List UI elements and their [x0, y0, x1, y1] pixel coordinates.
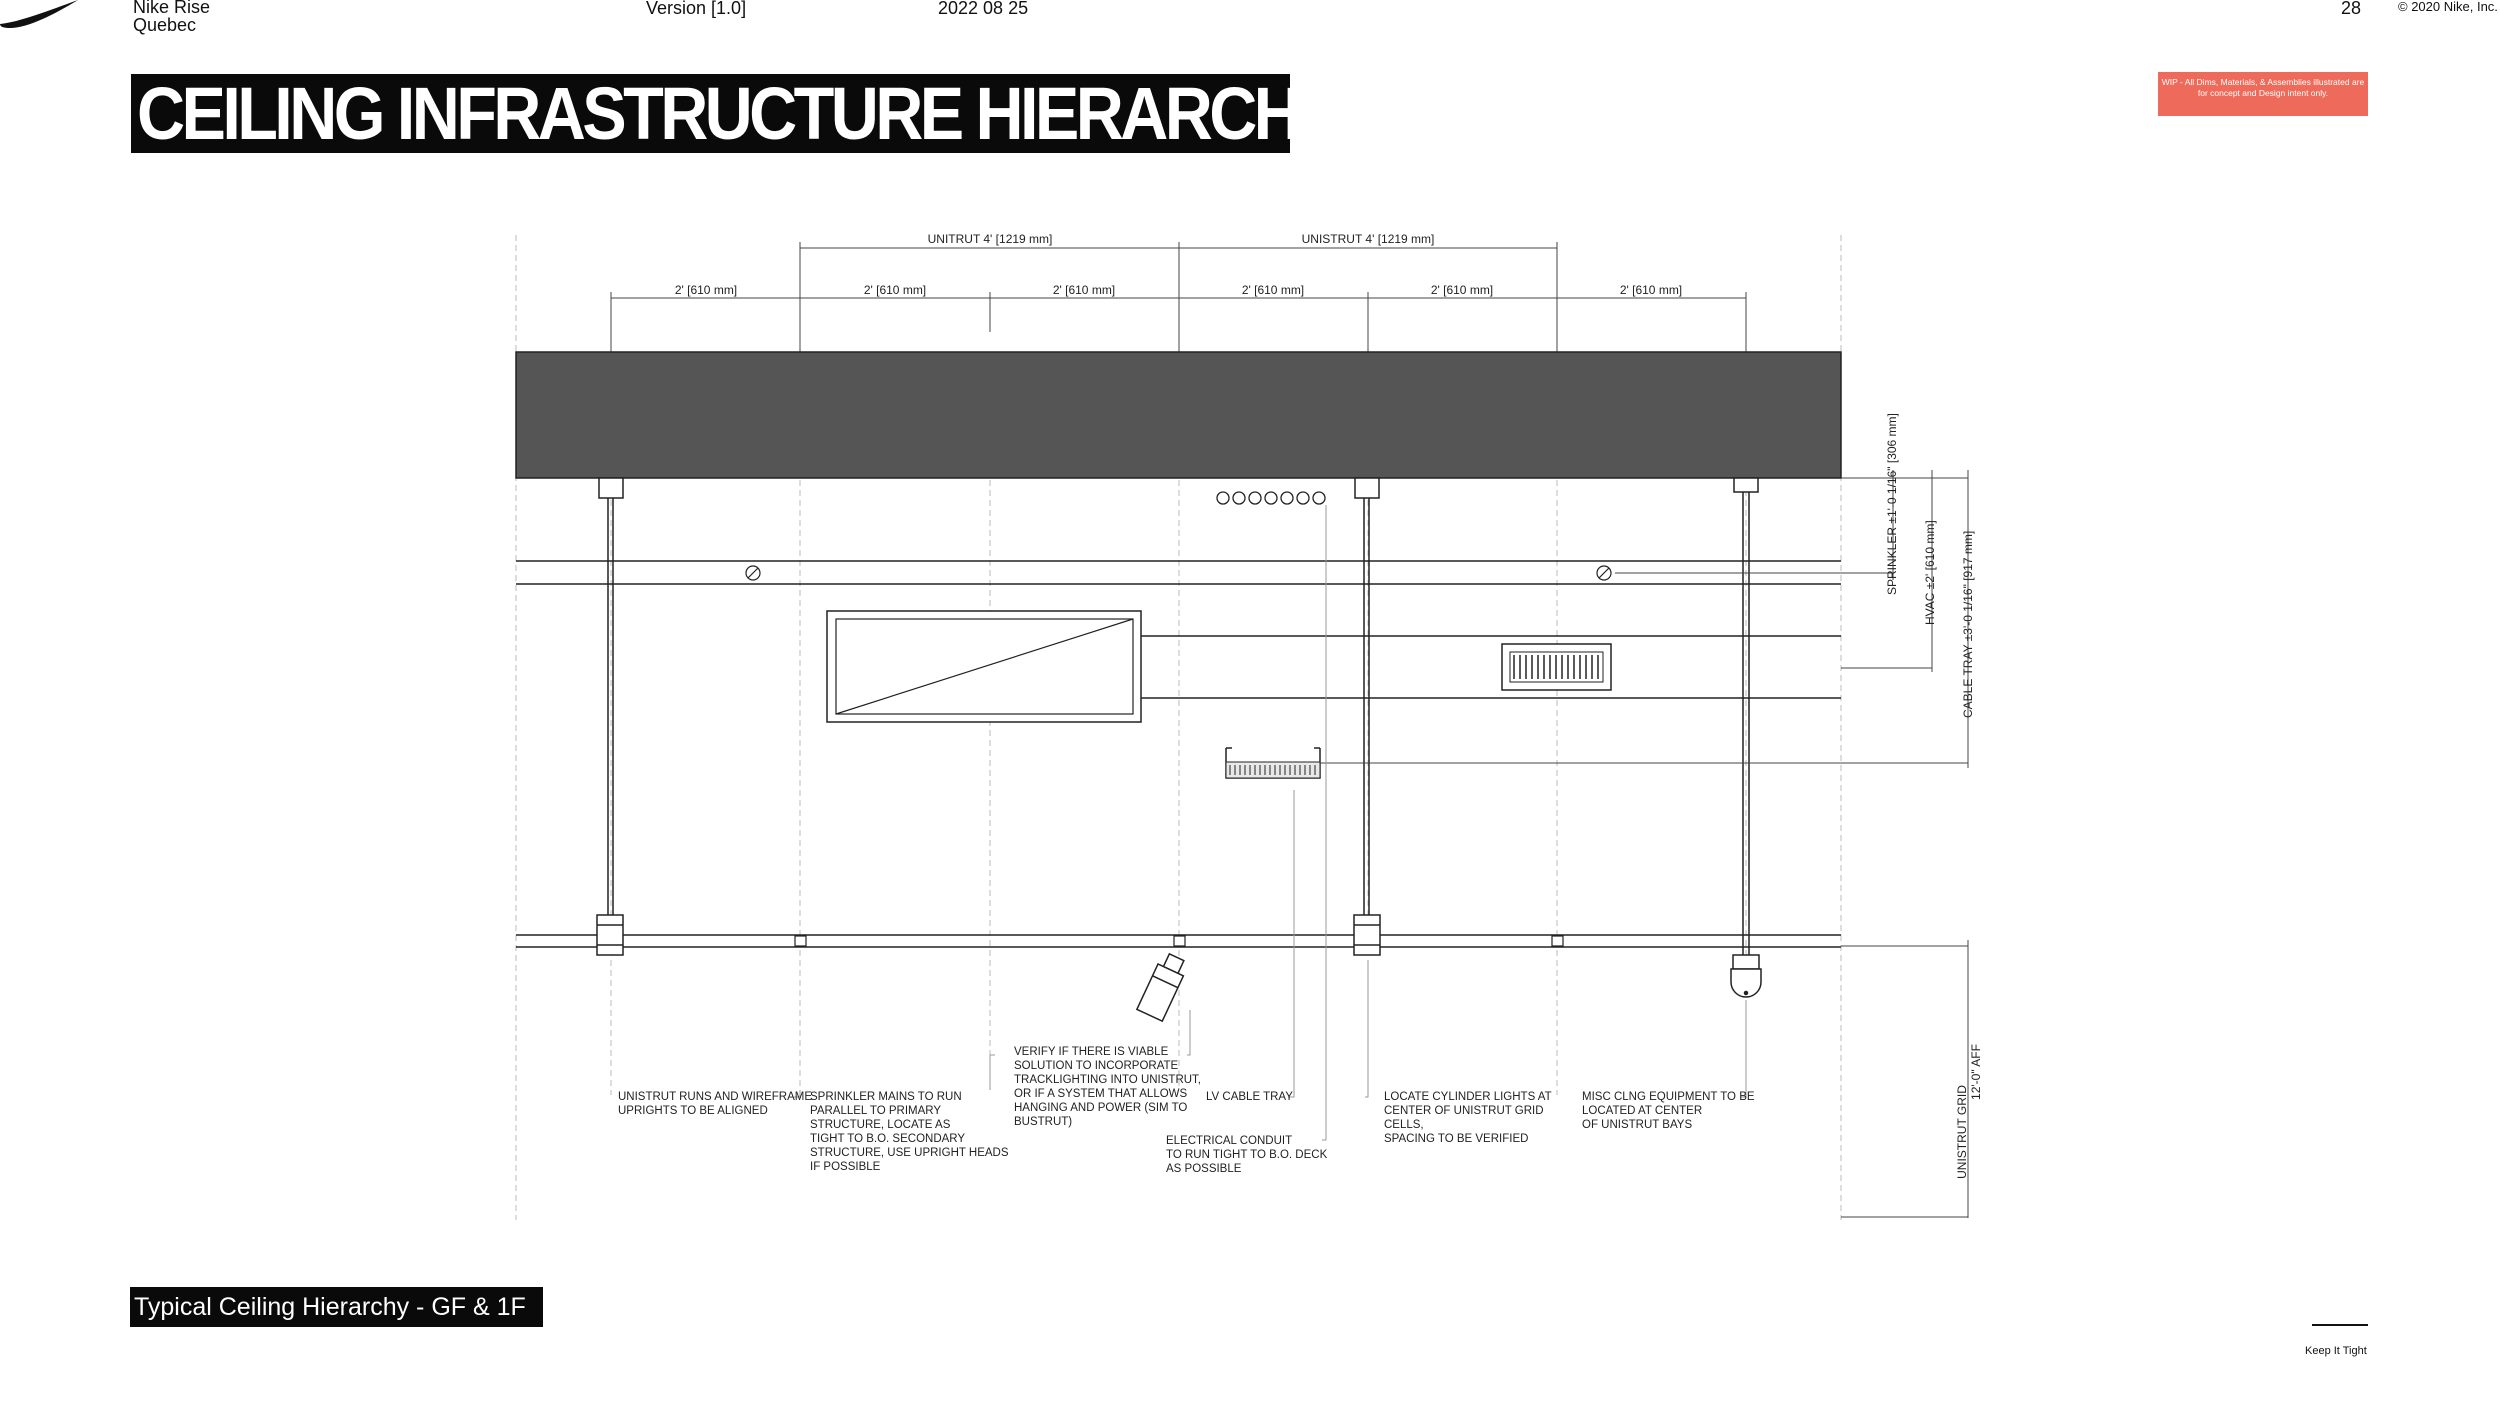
sprinkler-main: [516, 560, 1841, 585]
page-title: CEILING INFRASTRUCTURE HIERARCHY: [137, 74, 1290, 153]
note-cylinder-line-1: LOCATE CYLINDER LIGHTS AT: [1384, 1091, 1552, 1103]
sprinkler-valve-icon: [745, 565, 761, 581]
right-dimension-lines: [1320, 470, 1969, 1218]
note-misc-line-3: OF UNISTRUT BAYS: [1582, 1119, 1692, 1131]
unistrut-clips: [794, 935, 1564, 947]
note-sprinkler-line-5: STRUCTURE, USE UPRIGHT HEADS: [810, 1147, 1009, 1159]
note-lv-cable-tray: LV CABLE TRAY: [1206, 1091, 1293, 1103]
lv-cable-tray: [1225, 747, 1321, 779]
hanger-rods: [598, 477, 1759, 955]
top-dimension-lines: [610, 242, 1747, 352]
note-unistrut-line-1: UNISTRUT RUNS AND WIREFRAME: [618, 1091, 812, 1103]
note-sprinkler-line-3: STRUCTURE, LOCATE AS: [810, 1119, 951, 1131]
dim-bay-5: 2' [610 mm]: [1431, 283, 1493, 297]
page-number: 28: [2341, 0, 2362, 18]
dim-grid-height: 12'-0" AFF: [1969, 1044, 1983, 1100]
version-label: Version [1.0]: [646, 0, 747, 18]
sprinkler-valve-icon: [1596, 565, 1612, 581]
dim-bay-2: 2' [610 mm]: [864, 283, 926, 297]
cylinder-light-icon: [1353, 914, 1381, 956]
footer-rule: [2312, 1324, 2368, 1326]
dim-unistrut-grid: UNISTRUT GRID: [1955, 1085, 1969, 1179]
drawing-subtitle: Typical Ceiling Hierarchy - GF & 1F: [130, 1287, 543, 1327]
dim-hvac: HVAC ±2' [610 mm]: [1923, 520, 1937, 625]
cylinder-light-icon: [596, 914, 624, 956]
note-track-line-1: VERIFY IF THERE IS VIABLE: [1014, 1046, 1169, 1058]
dim-cable-tray: CABLE TRAY ±3'-0 1/16" [917 mm]: [1961, 531, 1975, 718]
note-cylinder-line-2: CENTER OF UNISTRUT GRID: [1384, 1105, 1544, 1117]
hvac-duct: [826, 610, 1142, 723]
note-cylinder-line-3: CELLS,: [1384, 1119, 1424, 1131]
note-unistrut-line-2: UPRIGHTS TO BE ALIGNED: [618, 1105, 768, 1117]
note-cylinder-line-4: SPACING TO BE VERIFIED: [1384, 1133, 1528, 1145]
camera-dome-icon: [1730, 954, 1762, 998]
wip-note: WIP - All Dims, Materials, & Assemblies …: [2158, 72, 2368, 116]
note-sprinkler-line-4: TIGHT TO B.O. SECONDARY: [810, 1133, 965, 1145]
dim-unistrut-2: UNISTRUT 4' [1219 mm]: [1302, 232, 1435, 246]
note-track-line-4: OR IF A SYSTEM THAT ALLOWS: [1014, 1088, 1188, 1100]
note-misc-line-2: LOCATED AT CENTER: [1582, 1105, 1702, 1117]
dim-unistrut-1: UNITRUT 4' [1219 mm]: [928, 232, 1053, 246]
diagram-notes: UNISTRUT RUNS AND WIREFRAME UPRIGHTS TO …: [618, 1046, 1755, 1175]
note-sprinkler-line-1: SPRINKLER MAINS TO RUN: [810, 1091, 962, 1103]
note-track-line-5: HANGING AND POWER (SIM TO: [1014, 1102, 1187, 1114]
note-conduit-line-1: ELECTRICAL CONDUIT: [1166, 1135, 1292, 1147]
dim-bay-3: 2' [610 mm]: [1053, 283, 1115, 297]
dim-bay-4: 2' [610 mm]: [1242, 283, 1304, 297]
page-title-box: CEILING INFRASTRUCTURE HIERARCHY: [131, 74, 1290, 153]
note-conduit-line-2: TO RUN TIGHT TO B.O. DECK: [1166, 1149, 1328, 1161]
brand-line-2: Quebec: [133, 15, 197, 35]
dim-bay-1: 2' [610 mm]: [675, 283, 737, 297]
note-sprinkler-line-6: IF POSSIBLE: [810, 1161, 881, 1173]
dim-bay-6: 2' [610 mm]: [1620, 283, 1682, 297]
note-misc-line-1: MISC CLNG EQUIPMENT TO BE: [1582, 1091, 1755, 1103]
track-light-icon: [1135, 952, 1185, 1023]
note-leaders: [794, 505, 1747, 1141]
note-track-line-3: TRACKLIGHTING INTO UNISTRUT,: [1014, 1074, 1201, 1086]
note-conduit-line-3: AS POSSIBLE: [1166, 1163, 1242, 1175]
hvac-duct-lines: [1141, 635, 1841, 699]
date-label: 2022 08 25: [938, 0, 1029, 18]
electrical-conduits: [1216, 491, 1326, 505]
hvac-grille: [1501, 643, 1612, 691]
nike-swoosh-icon: [0, 0, 78, 28]
brand-line-1: Nike Rise: [133, 0, 211, 17]
note-track-line-2: SOLUTION TO INCORPORATE: [1014, 1060, 1179, 1072]
footer-tagline: Keep It Tight: [2305, 1345, 2367, 1357]
note-track-line-6: BUSTRUT): [1014, 1116, 1072, 1128]
dim-sprinkler: SPRINKLER ±1'-0 1/16" [306 mm]: [1885, 413, 1899, 595]
unistrut-grid: [516, 934, 1841, 948]
structural-beam: [515, 351, 1842, 479]
copyright: © 2020 Nike, Inc.: [2398, 0, 2498, 14]
note-sprinkler-line-2: PARALLEL TO PRIMARY: [810, 1105, 941, 1117]
